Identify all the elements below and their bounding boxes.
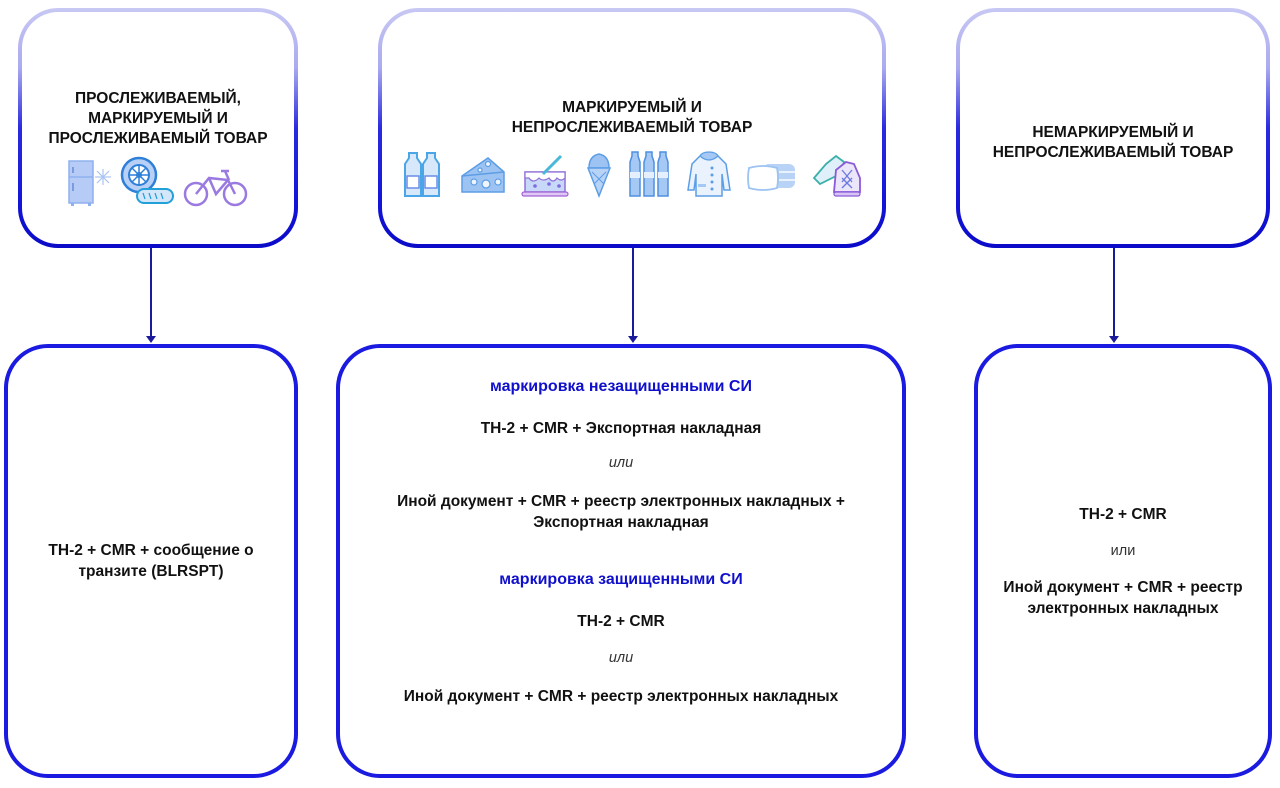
connector-line xyxy=(1113,248,1115,340)
water-bottles-icon xyxy=(628,151,669,197)
category-box-inner: ПРОСЛЕЖИВАЕМЫЙ, МАРКИРУЕМЫЙ И ПРОСЛЕЖИВА… xyxy=(22,12,294,244)
document-option-b: Иной документ + CMR + реестр xyxy=(1003,578,1243,596)
document-option-b: Иной документ + CMR + реестр электронных… xyxy=(403,688,839,705)
document-option-b: электронных накладных xyxy=(1027,599,1219,617)
category-box-unmarked: НЕМАРКИРУЕМЫЙ И НЕПРОСЛЕЖИВАЕМЫЙ ТОВАР xyxy=(956,8,1270,248)
cake-icon xyxy=(520,154,569,197)
category-icons xyxy=(67,155,249,207)
connector-line xyxy=(632,248,634,340)
pillow-blanket-icon xyxy=(746,164,795,191)
category-title: ПРОСЛЕЖИВАЕМЫЙ, МАРКИРУЕМЫЙ И ПРОСЛЕЖИВА… xyxy=(48,90,268,147)
or-separator: или xyxy=(608,650,634,666)
connector-line xyxy=(150,248,152,340)
section-unprotected-marking: маркировка незащищенными СИ ТН-2 + CMR +… xyxy=(397,378,845,533)
document-option-a: ТН-2 + CMR + Экспортная накладная xyxy=(480,420,762,437)
document-option-a: ТН-2 + CMR xyxy=(1079,505,1167,523)
sneakers-icon xyxy=(812,154,861,197)
coat-icon xyxy=(686,151,731,197)
section-protected-marking: маркировка защищенными СИ ТН-2 + CMR или… xyxy=(404,571,839,707)
section-heading: маркировка незащищенными СИ xyxy=(490,378,752,395)
document-option-a: ТН-2 + CMR xyxy=(577,613,665,630)
connector-arrowhead xyxy=(628,336,638,343)
documents-box-traceable: ТН-2 + CMR + сообщение о транзите (BLRSP… xyxy=(4,344,298,778)
connector-arrowhead xyxy=(1109,336,1119,343)
cheese-icon xyxy=(460,157,505,193)
milk-bottles-icon xyxy=(403,152,440,197)
category-title: МАРКИРУЕМЫЙ И НЕПРОСЛЕЖИВАЕМЫЙ ТОВАР xyxy=(511,99,753,136)
or-separator: или xyxy=(1110,542,1136,559)
document-option-b: Экспортная накладная xyxy=(533,514,709,531)
ice-cream-icon xyxy=(586,153,611,198)
document-option-b: Иной документ + CMR + реестр электронных… xyxy=(397,493,845,510)
category-icons xyxy=(401,148,864,198)
category-box-marked: МАРКИРУЕМЫЙ И НЕПРОСЛЕЖИВАЕМЫЙ ТОВАР xyxy=(378,8,886,248)
category-title: НЕМАРКИРУЕМЫЙ И НЕПРОСЛЕЖИВАЕМЫЙ ТОВАР xyxy=(992,124,1234,161)
or-separator: или xyxy=(608,455,634,471)
connector-arrowhead xyxy=(146,336,156,343)
category-box-traceable: ПРОСЛЕЖИВАЕМЫЙ, МАРКИРУЕМЫЙ И ПРОСЛЕЖИВА… xyxy=(18,8,298,248)
tires-icon xyxy=(120,156,174,204)
documents-box-marked: маркировка незащищенными СИ ТН-2 + CMR +… xyxy=(336,344,906,778)
documents-line: транзите (BLRSPT) xyxy=(78,563,224,580)
category-box-inner: НЕМАРКИРУЕМЫЙ И НЕПРОСЛЕЖИВАЕМЫЙ ТОВАР xyxy=(960,12,1266,244)
bicycle-icon xyxy=(183,169,248,207)
documents-box-unmarked: ТН-2 + CMR или Иной документ + CMR + рее… xyxy=(974,344,1272,778)
section-heading: маркировка защищенными СИ xyxy=(499,571,743,588)
category-box-inner: МАРКИРУЕМЫЙ И НЕПРОСЛЕЖИВАЕМЫЙ ТОВАР xyxy=(382,12,882,244)
refrigerator-icon xyxy=(68,160,111,206)
documents-line: ТН-2 + CMR + сообщение о xyxy=(48,542,254,559)
